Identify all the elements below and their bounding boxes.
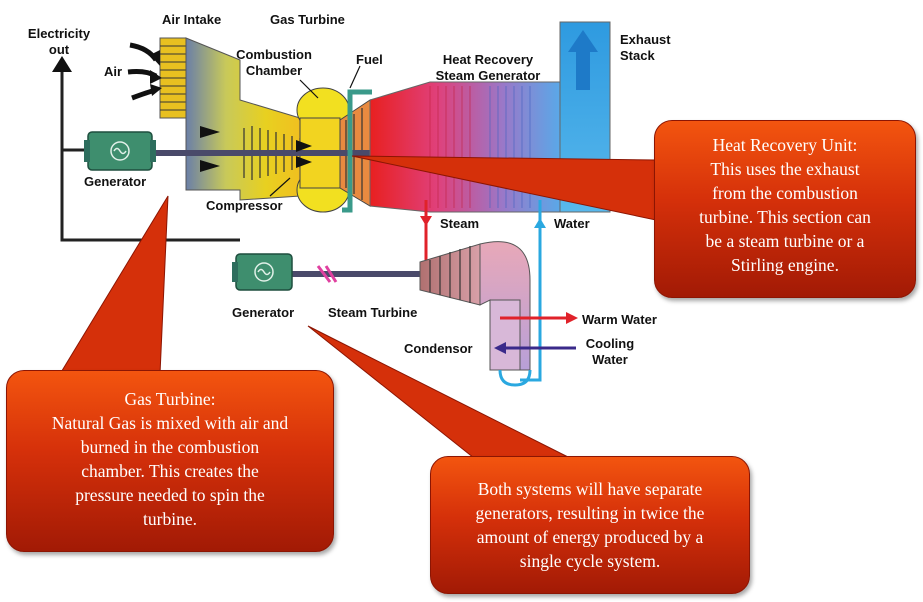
callout-both-systems-line: amount of energy produced by a <box>476 527 704 547</box>
label-water: Water <box>554 216 590 231</box>
callout-gas-turbine-title: Gas Turbine: <box>124 389 216 409</box>
gas-turbine-body <box>150 37 372 213</box>
callout-heat-recovery-line: turbine. This section can <box>699 207 871 227</box>
label-warm-water: Warm Water <box>582 312 657 327</box>
label-hrsg: Heat Recovery Steam Generator <box>435 52 541 83</box>
callout-heat-recovery-line: This uses the exhaust <box>710 159 860 179</box>
label-fuel: Fuel <box>356 52 383 67</box>
label-air-intake: Air Intake <box>162 12 222 27</box>
callout-tail-gas-turbine <box>59 195 169 375</box>
label-condensor: Condensor <box>404 341 473 356</box>
generator-top <box>84 131 156 171</box>
cooling-water-line <box>494 342 576 354</box>
label-steam-turbine: Steam Turbine <box>328 305 418 320</box>
callout-heat-recovery-line: from the combustion <box>712 183 858 203</box>
label-generator-bottom: Generator <box>232 305 295 320</box>
callout-gas-turbine-line: Natural Gas is mixed with air and <box>51 413 289 433</box>
callout-heat-recovery-title: Heat Recovery Unit: <box>712 135 858 155</box>
callout-both-systems-line: Both systems will have separate <box>477 479 703 499</box>
label-generator-top: Generator <box>84 174 147 189</box>
label-gas-turbine: Gas Turbine <box>270 12 345 27</box>
label-combustion-chamber: Combustion Chamber <box>236 47 312 78</box>
electricity-wire <box>52 56 240 242</box>
callout-gas-turbine-line: burned in the combustion <box>80 437 260 457</box>
label-exhaust-stack: Exhaust Stack <box>620 32 671 63</box>
label-steam: Steam <box>440 216 480 231</box>
callout-heat-recovery-line: Stirling engine. <box>731 255 839 275</box>
warm-water-line <box>500 312 578 324</box>
callout-gas-turbine-line: chamber. This creates the <box>81 461 259 481</box>
label-compressor: Compressor <box>206 198 283 213</box>
label-air: Air <box>104 64 123 79</box>
steam-line <box>420 200 432 260</box>
label-electricity-out: Electricity out <box>27 26 91 57</box>
callout-heat-recovery-line: be a steam turbine or a <box>705 231 865 251</box>
callout-both-systems-line: generators, resulting in twice the <box>475 503 705 523</box>
callout-both-systems: Both systems will have separate generato… <box>430 456 750 594</box>
label-cooling-water: Cooling Water <box>585 336 635 367</box>
callout-heat-recovery: Heat Recovery Unit: This uses the exhaus… <box>654 120 916 298</box>
callout-gas-turbine: Gas Turbine: Natural Gas is mixed with a… <box>6 370 334 552</box>
callout-both-systems-line: single cycle system. <box>519 551 661 571</box>
air-intake <box>127 37 187 119</box>
steam-turbine-body <box>280 241 532 387</box>
generator-bottom <box>232 253 293 291</box>
callout-gas-turbine-line: turbine. <box>143 509 197 529</box>
callout-gas-turbine-line: pressure needed to spin the <box>75 485 265 505</box>
